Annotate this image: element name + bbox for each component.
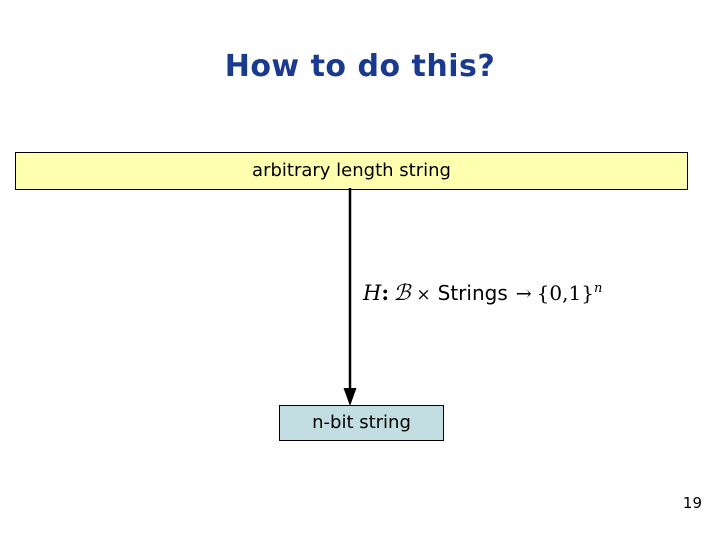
formula-key-space: ℬ: [393, 281, 411, 306]
page-title: How to do this?: [224, 49, 496, 84]
hash-function-signature: H:ℬ× Strings →{0,1}n: [363, 276, 602, 308]
input-string-box: arbitrary length string: [15, 152, 688, 190]
formula-times-operator: ×: [416, 285, 431, 305]
output-string-label: n-bit string: [312, 412, 411, 433]
formula-codomain: {0,1}: [536, 281, 594, 305]
input-string-label: arbitrary length string: [252, 160, 451, 181]
downward-flow-arrow-icon: [343, 188, 357, 406]
formula-exponent: n: [593, 281, 603, 296]
formula-domain-term: Strings: [437, 281, 508, 305]
page-number: 19: [682, 494, 702, 512]
output-string-box: n-bit string: [279, 405, 444, 441]
formula-function-name: H: [363, 281, 382, 305]
formula-maps-to-operator: →: [515, 283, 532, 305]
formula-colon: :: [381, 280, 390, 305]
